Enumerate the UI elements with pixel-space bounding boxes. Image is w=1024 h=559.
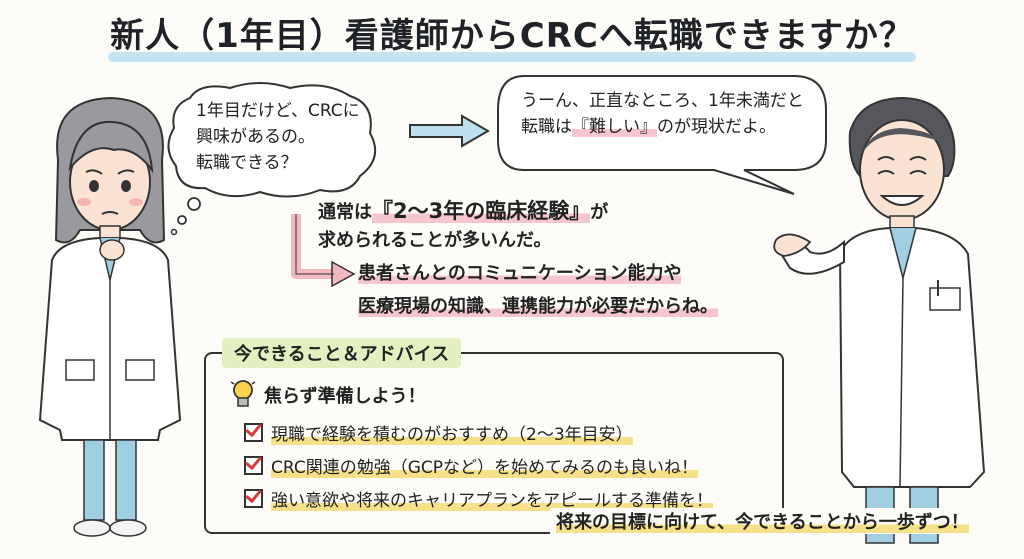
doctor-speech-line-2: 転職は『難しい』のが現状だよ。 (521, 114, 813, 140)
explanation-line-1-suffix: が (590, 202, 609, 223)
advice-item-text: 強い意欲や将来のキャリアプランをアピールする準備を！ (271, 491, 713, 511)
checked-box-icon (244, 489, 263, 508)
doctor-speech-line-1: うーん、正直なところ、1年未満だと (521, 91, 804, 111)
checked-box-icon (244, 423, 263, 442)
advice-item: 現職で経験を積むのがおすすめ（2〜3年目安） (244, 420, 633, 445)
doctor-speech-line-2-suffix: のが現状だよ。 (657, 117, 776, 137)
explanation-line-3-text: 患者さんとのコミュニケーション能力や (358, 263, 682, 284)
advice-item: CRC関連の勉強（GCPなど）を始めてみるのも良いね！ (244, 453, 698, 478)
title-underline (108, 52, 916, 62)
footer-message: 将来の目標に向けて、今できることから一歩ずつ！ (550, 508, 975, 534)
bent-arrow-icon (291, 214, 356, 288)
advice-item-text: CRC関連の勉強（GCPなど）を始めてみるのも良いね！ (271, 458, 698, 478)
nurse-thought-bubble: 1年目だけど、CRCに 興味があるの。 転職できる？ (178, 88, 374, 184)
lightbulb-icon (230, 380, 256, 407)
explanation-line-1-prefix: 通常は (318, 202, 372, 223)
footer-message-text: 将来の目標に向けて、今できることから一歩ずつ！ (556, 512, 969, 533)
explanation-highlight: 『2〜3年の臨床経験』 (372, 199, 591, 223)
advice-title: 今できること＆アドバイス (222, 338, 462, 368)
doctor-speech-line-2-prefix: 転職は (521, 117, 572, 137)
speech-bubble-shape (497, 75, 827, 195)
advice-item: 強い意欲や将来のキャリアプランをアピールする準備を！ (244, 486, 713, 511)
nurse-thought-line-3: 転職できる？ (196, 153, 298, 173)
thought-bubble-shape (167, 82, 377, 236)
right-arrow-icon (409, 114, 490, 148)
explanation-line-4: 医療現場の知識、連携能力が必要だからね。 (358, 292, 718, 318)
explanation-line-1: 通常は『2〜3年の臨床経験』が (318, 195, 608, 225)
explanation-line-4-text: 医療現場の知識、連携能力が必要だからね。 (358, 296, 718, 317)
checked-box-icon (244, 456, 263, 475)
doctor-illustration (773, 96, 986, 544)
advice-headline: 焦らず準備しよう！ (264, 386, 426, 407)
nurse-illustration (38, 96, 182, 537)
doctor-speech-bubble: うーん、正直なところ、1年未満だと 転職は『難しい』のが現状だよ。 (505, 80, 815, 168)
explanation-line-3: 患者さんとのコミュニケーション能力や (358, 259, 682, 285)
nurse-thought-line-1: 1年目だけど、CRCに (196, 101, 360, 121)
page-title: 新人（1年目）看護師からCRCへ転職できますか？ (110, 16, 914, 56)
advice-item-text: 現職で経験を積むのがおすすめ（2〜3年目安） (271, 425, 633, 445)
doctor-speech-highlight: 『難しい』 (572, 117, 657, 137)
explanation-line-2: 求められることが多いんだ。 (318, 230, 552, 251)
nurse-thought-line-2: 興味があるの。 (196, 127, 315, 147)
